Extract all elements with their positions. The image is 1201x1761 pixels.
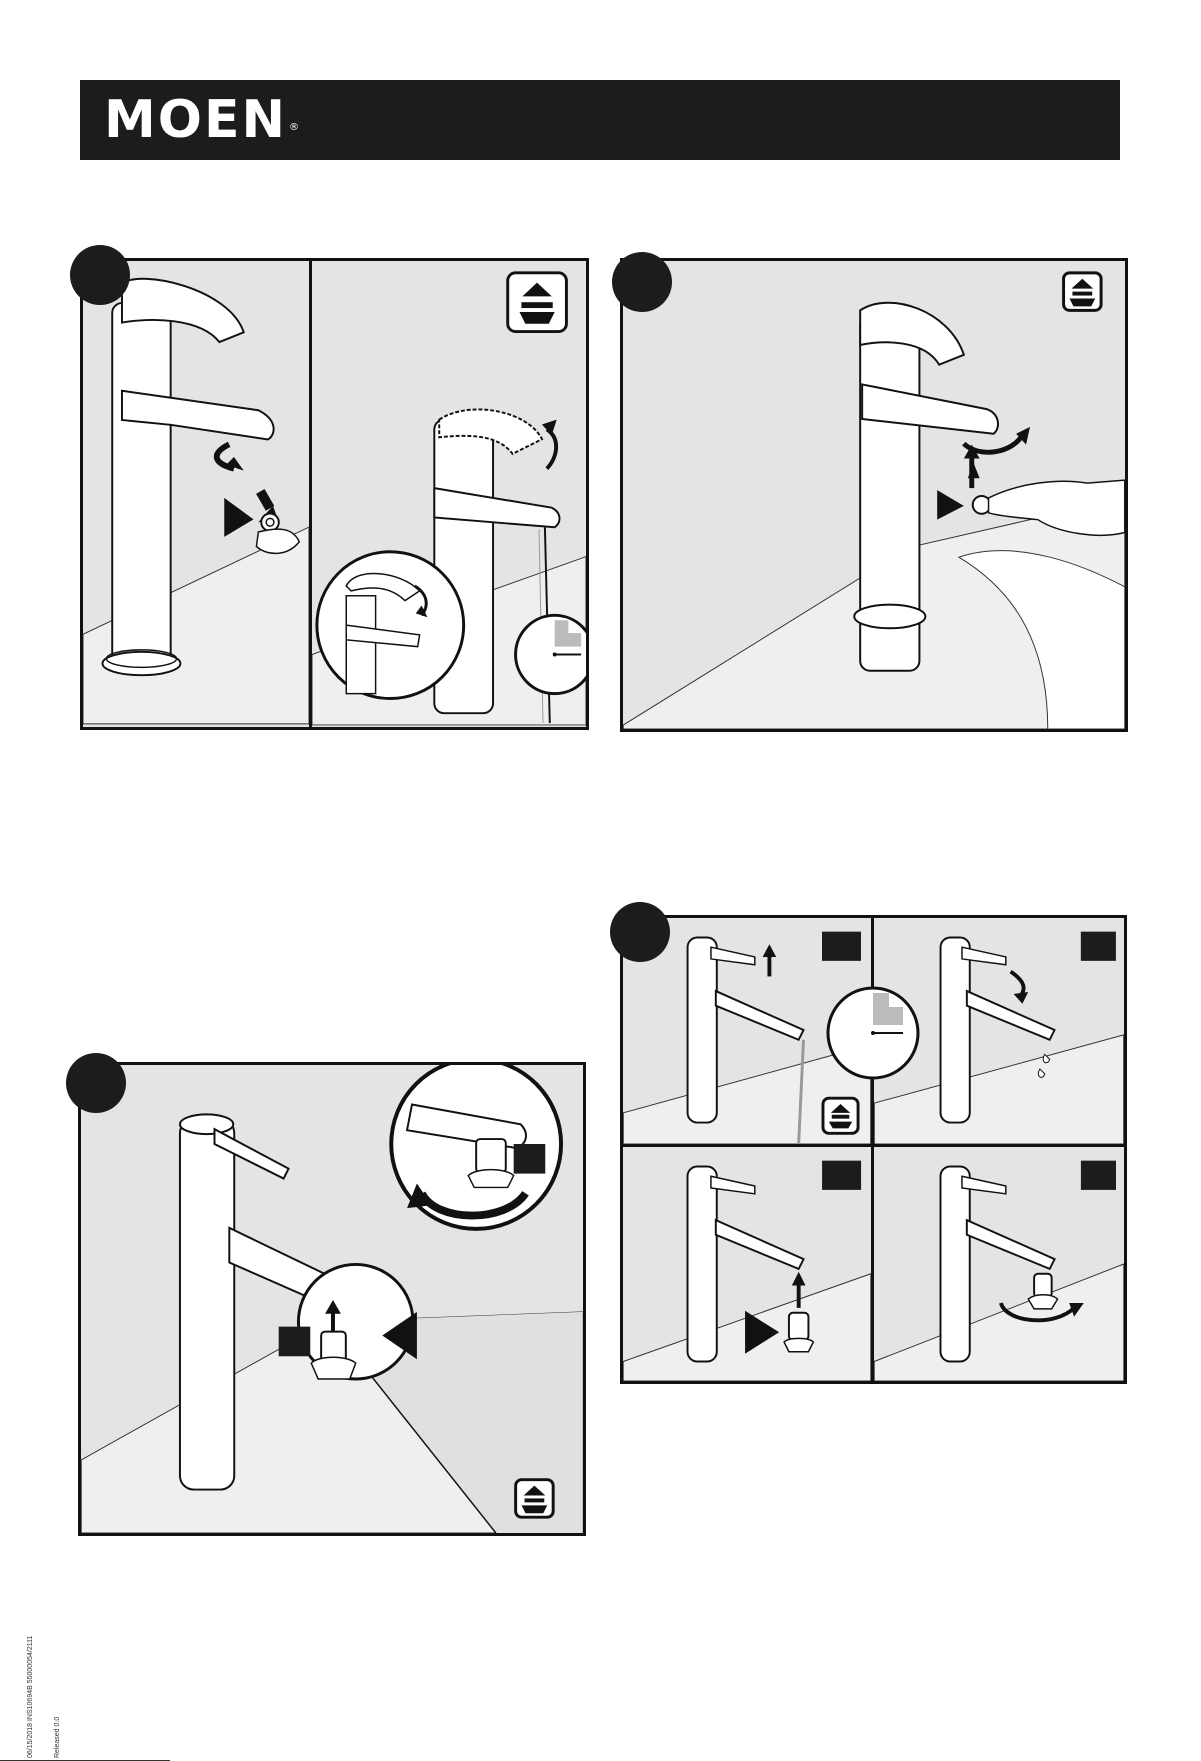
step-remove-aerator-panel-a: [80, 258, 312, 730]
brand-logo: MOEN®: [104, 86, 297, 154]
document-code-line-1: 06/15/2018 INS10694B 55000054/2111: [26, 1648, 35, 1758]
step-remove-aerator-panel-b: [309, 258, 589, 730]
clock-icon: [825, 985, 921, 1081]
faucet-illustration: [83, 261, 309, 727]
step-cartridge-sequence-panel-d: [871, 1144, 1127, 1384]
step-badge: [66, 1053, 126, 1113]
step-badge: [70, 245, 130, 305]
trademark-symbol: ®: [289, 122, 299, 133]
brand-name: MOEN: [104, 90, 287, 150]
step-install-aerator-key-panel: [78, 1062, 586, 1536]
document-code: 06/15/2018 INS10694B 55000054/2111 Relea…: [8, 1648, 36, 1758]
step-badge: [612, 252, 672, 312]
faucet-reinstall-illustration: [623, 261, 1125, 729]
indicator-triangle-icon: [937, 490, 964, 520]
document-code-line-2: Released 0.0: [53, 1648, 62, 1758]
header-bar: MOEN®: [80, 80, 1120, 160]
indicator-triangle-icon: [224, 498, 253, 537]
faucet-turn-key-illustration: [874, 1147, 1124, 1381]
step-badge: [610, 902, 670, 962]
faucet-aerator-key-illustration: [81, 1065, 583, 1533]
faucet-flush-illustration: [312, 261, 586, 727]
step-reinstall-aerator-panel: [620, 258, 1128, 732]
detail-magnifier: [317, 552, 464, 699]
step-cartridge-sequence-panel-c: [620, 1144, 874, 1384]
faucet-insert-aerator-illustration: [623, 1147, 871, 1381]
